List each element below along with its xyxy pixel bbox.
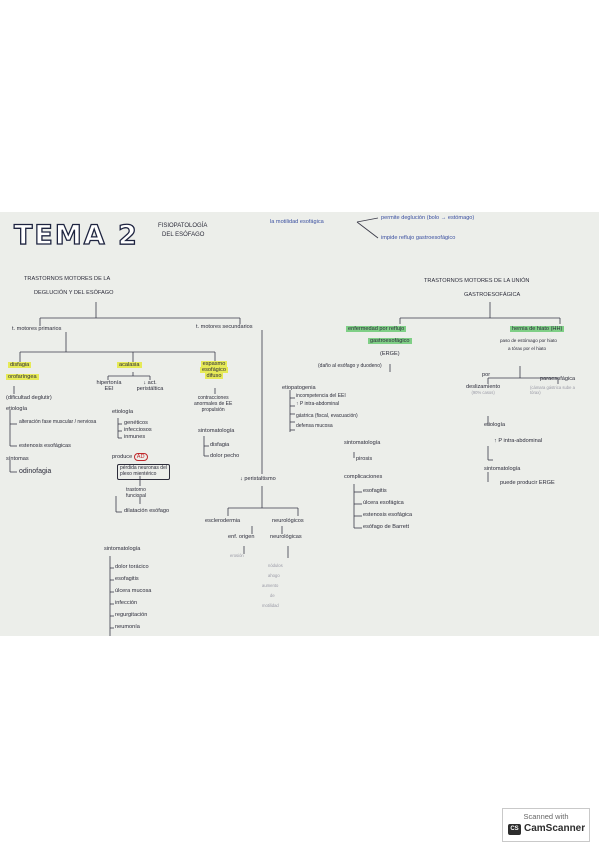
right-root-line-1: TRASTORNOS MOTORES DE LA UNIÓN — [424, 278, 530, 284]
enf-origen: enf. origen — [228, 534, 255, 540]
erge-complicaciones: complicaciones — [344, 474, 383, 480]
page-title: TEMA 2 — [13, 219, 139, 251]
grey-note-item: motilidad — [262, 603, 279, 608]
orofaringea-label: orofaríngea — [6, 374, 39, 380]
right-root-line-2: GASTROESOFÁGICA — [464, 292, 521, 298]
dilatacion-esofago: dilatación esófago — [124, 508, 170, 514]
motility-label: la motilidad esofágica — [270, 219, 324, 225]
etiologia-inmunes: inmunes — [124, 434, 146, 440]
erge-label-2: gastroesofágico — [368, 338, 412, 344]
sintoma-item: infección — [115, 600, 138, 606]
dificultad-deglutir: (dificultad deglutir) — [6, 395, 52, 401]
sintoma-item: dolor torácico — [115, 564, 149, 570]
sintoma-item: neumonía — [115, 624, 140, 630]
sintoma-disfagia: disfagia — [210, 442, 230, 448]
complicacion-item: esófago de Barrett — [363, 524, 410, 530]
sintoma-item: regurgitación — [115, 612, 148, 618]
grey-note-item: de — [270, 593, 275, 598]
grey-note-item: nódulos — [268, 563, 283, 568]
paraesofagica-desc: (cámara gástrica sube a tórax) — [530, 385, 575, 395]
hernia-puede-erge: puede producir ERGE — [500, 480, 555, 486]
motores-secundarios: t. motores secundarios — [196, 324, 253, 330]
left-root-line-1: TRASTORNOS MOTORES DE LA — [24, 276, 111, 282]
notes-sheet: TEMA 2 FISIOPATOLOGÍA DEL ESÓFAGO la mot… — [0, 212, 599, 636]
erge-label-1: enfermedad por reflujo — [346, 326, 407, 332]
subtitle-line-2: DEL ESÓFAGO — [162, 232, 205, 238]
stamp-line-2: CamScanner — [524, 823, 586, 834]
hernia-desc-1: paso de estómago por hiato — [500, 338, 557, 343]
hipertonia-eei: hipertonía EEI — [96, 380, 122, 393]
erge-label-3: (ERGE) — [380, 351, 400, 357]
hernia-sintomatologia: sintomatología — [484, 466, 521, 472]
hernia-desc-2: a tórax por el hiato — [508, 346, 547, 351]
erosion-note: erosión — [230, 553, 244, 558]
camscanner-logo-icon: CS — [508, 824, 521, 835]
erge-sintomatologia: sintomatología — [344, 440, 381, 446]
erge-etiopatogenia: etiopatogenia — [282, 385, 316, 391]
enf-neurologicas: neurológicas — [270, 534, 302, 540]
grey-note-item: ahogo — [268, 573, 280, 578]
hernia-presion: ↑ P intra-abdominal — [494, 438, 543, 444]
erge-description: (daño al esófago y duodeno) — [318, 363, 382, 369]
motility-point-2: impide reflujo gastroesofágico — [381, 235, 456, 241]
erge-etio-item: gástrica (fiscal, evacuación) — [296, 413, 358, 419]
espasmo-sintomatologia: sintomatología — [198, 428, 235, 434]
complicacion-item: úlcera esofágica — [363, 500, 404, 506]
hernia-por: por — [482, 372, 491, 378]
odinofagia-label: odinofagia — [19, 468, 52, 475]
etiologia-item-1: alteración fase muscular / nerviosa — [19, 419, 97, 425]
acalasia-label: acalasia — [117, 362, 142, 368]
sintoma-item: esofagitis — [115, 576, 139, 582]
pirosis-label: pirosis — [356, 456, 373, 462]
erge-etio-item: ↑ P intra-abdominal — [296, 401, 339, 407]
etiologia-infecciosos: infecciosos — [124, 427, 152, 433]
disfagia-label: disfagia — [8, 362, 32, 368]
complicacion-item: estenosis esofágica — [363, 512, 413, 518]
acalasia-sintomatologia: sintomatología — [104, 546, 141, 552]
hernia-deslizamiento: deslizamiento(90% casos) — [466, 384, 501, 396]
erge-etio-item: incompetencia del EEI — [296, 393, 346, 399]
produce-label: produce AD — [112, 453, 148, 461]
peristaltismo-label: ↓ peristaltismo — [240, 476, 276, 482]
etiologia-geneticos: genéticos — [124, 420, 148, 426]
sintoma-item: úlcera mucosa — [115, 588, 152, 594]
neurologicos-label: neurológicos — [272, 518, 304, 524]
stamp-line-1: Scanned with — [523, 812, 569, 821]
hernia-hiato-label: hernia de hiato (HH) — [510, 326, 565, 332]
mindmap-connectors — [9, 217, 561, 636]
hernia-paraesofagica: paraesofágica — [540, 376, 576, 382]
sintoma-dolor-pecho: dolor pecho — [210, 453, 240, 459]
motores-primarios: t. motores primarios — [12, 326, 62, 332]
grey-note-item: aumento — [262, 583, 279, 588]
disfagia-etiologia: etiología — [6, 406, 28, 412]
acalasia-etiologia: etiología — [112, 409, 134, 415]
camscanner-watermark: Scanned with CS CamScanner — [502, 808, 590, 842]
subtitle-line-1: FISIOPATOLOGÍA — [158, 223, 208, 229]
disfagia-sintomas: síntomas — [6, 456, 29, 462]
etiologia-item-2: estenosis esofágicas — [19, 443, 71, 449]
erge-etio-item: defensa mucosa — [296, 423, 333, 429]
actividad-peristaltica: ↓ act. peristáltica — [136, 380, 164, 393]
complicacion-item: esofagitis — [363, 488, 387, 494]
esclerodermia-label: esclerodermia — [205, 518, 241, 524]
motility-point-1: permite deglución (bolo → estómago) — [381, 215, 475, 221]
left-root-line-2: DEGLUCIÓN Y DEL ESÓFAGO — [34, 290, 114, 296]
hernia-etiologia: etiología — [484, 422, 506, 428]
